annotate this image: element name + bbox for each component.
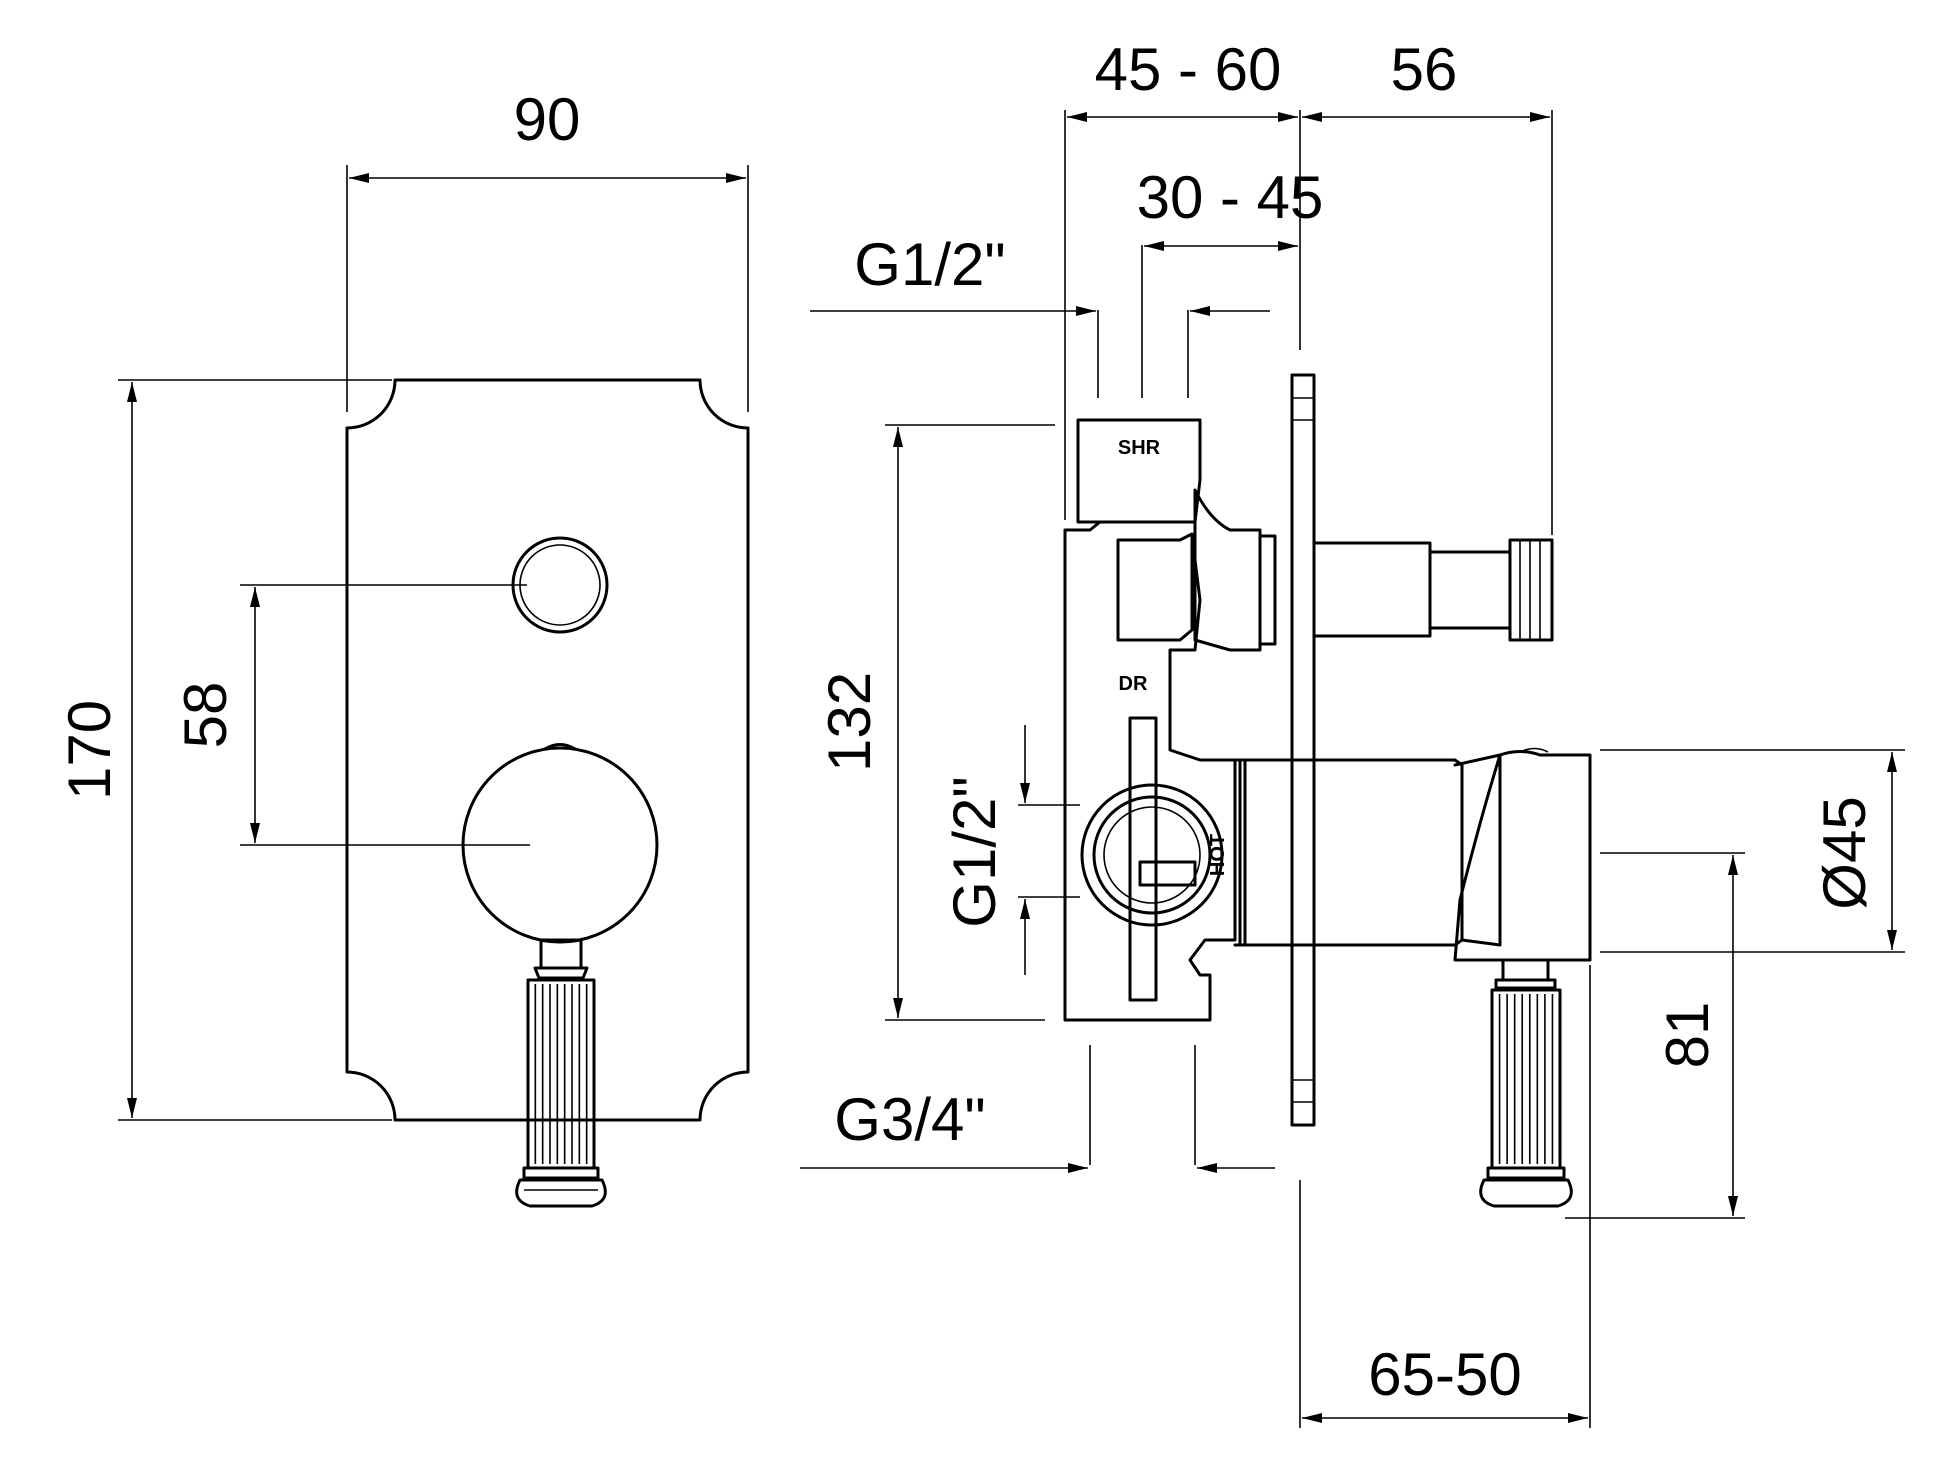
dim-bottom-outlet-label: G3/4" bbox=[834, 1086, 985, 1153]
diverter-spindle bbox=[1312, 541, 1432, 638]
mixer-cartridge bbox=[1238, 758, 1316, 947]
dim-handle-offset-label: 81 bbox=[1654, 1002, 1721, 1069]
dim-width-label: 90 bbox=[514, 86, 581, 153]
valve-body bbox=[1063, 520, 1237, 1022]
diverter-knob bbox=[511, 536, 609, 634]
lever-side bbox=[1479, 958, 1573, 1208]
dim-inner-depth-label: 30 - 45 bbox=[1137, 164, 1324, 231]
dim-top-outlet-label: G1/2" bbox=[854, 231, 1005, 298]
cover-plate bbox=[345, 378, 750, 1122]
inlet-port bbox=[1080, 783, 1224, 927]
side-view: SHR DR HOT bbox=[800, 36, 1905, 1428]
handle-cap bbox=[1453, 750, 1592, 962]
port-hot-label: HOT bbox=[1207, 834, 1229, 876]
dim-height-label: 170 bbox=[56, 700, 123, 800]
dim-handle-projection-label: 65-50 bbox=[1368, 1341, 1521, 1408]
dim-top-projection-label: 56 bbox=[1391, 36, 1458, 103]
dim-body-height-label: 132 bbox=[816, 672, 883, 772]
dim-inlet-label: G1/2" bbox=[941, 776, 1008, 927]
shower-outlet-port bbox=[1076, 418, 1202, 524]
lever-handle bbox=[515, 938, 607, 1208]
dim-top-depth-label: 45 - 60 bbox=[1095, 36, 1282, 103]
front-view: 90 170 58 bbox=[56, 86, 750, 1208]
port-shower-label: SHR bbox=[1118, 437, 1161, 459]
rosette-tip bbox=[543, 743, 577, 751]
diverter-knob-side bbox=[1508, 538, 1554, 642]
dim-spacing-label: 58 bbox=[172, 682, 239, 749]
dim-handle-diameter-label: Ø45 bbox=[1811, 796, 1878, 909]
wall-flange bbox=[1290, 373, 1316, 1127]
port-diverter-label: DR bbox=[1119, 673, 1148, 695]
diverter-knob-inner bbox=[519, 544, 601, 626]
inlet-cross bbox=[1128, 716, 1158, 1002]
handle-sleeve bbox=[1312, 758, 1464, 947]
